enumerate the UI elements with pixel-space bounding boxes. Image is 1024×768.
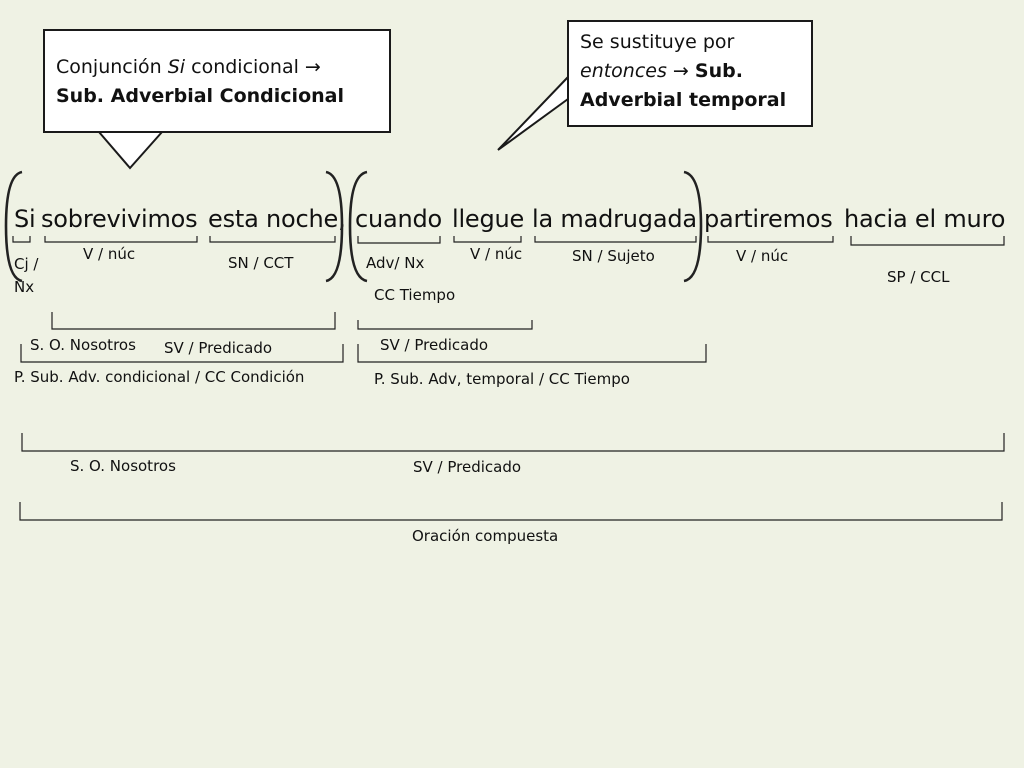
word-si: Si	[14, 205, 36, 233]
callout-text-line1: Se sustituye por	[580, 31, 735, 53]
callout-text-italic: Si	[167, 56, 186, 78]
label-sp-ccl: SP / CCL	[887, 268, 950, 286]
bracket-la-madrugada	[534, 236, 697, 243]
bracket-main-sv	[21, 433, 1005, 452]
callout-entonces: Se sustituye por entonces → Sub. Adverbi…	[567, 20, 813, 127]
word-cuando: cuando	[355, 205, 443, 233]
label-cj: Cj /	[14, 255, 39, 273]
label-p-sub-temporal: P. Sub. Adv, temporal / CC Tiempo	[374, 370, 630, 388]
label-sv-predicado-3: SV / Predicado	[413, 458, 522, 476]
callout-text-arrow: →	[666, 60, 695, 82]
callout-pointer-right	[497, 76, 569, 151]
label-nx: Nx	[14, 278, 35, 296]
label-v-nuc-1: V / núc	[83, 245, 136, 263]
callout-text-bold: Sub. Adverbial Condicional	[56, 85, 344, 107]
bracket-hacia-el-muro	[850, 236, 1005, 246]
label-v-nuc-2: V / núc	[470, 245, 523, 263]
callout-text-pre: Conjunción	[56, 56, 168, 78]
bracket-sobrevivimos	[44, 236, 198, 243]
label-cc-tiempo: CC Tiempo	[374, 286, 456, 304]
bracket-sv-2	[357, 320, 533, 330]
label-sv-predicado-2: SV / Predicado	[380, 336, 489, 354]
bracket-cj	[12, 236, 31, 243]
word-sobrevivimos: sobrevivimos	[41, 205, 198, 233]
label-sv-predicado-1: SV / Predicado	[164, 339, 273, 357]
label-v-nuc-3: V / núc	[736, 247, 789, 265]
word-la-madrugada: la madrugada	[532, 205, 697, 233]
word-partiremos: partiremos	[704, 205, 833, 233]
label-sn-sujeto: SN / Sujeto	[572, 247, 655, 265]
callout-conjuncion-si: Conjunción Si condicional → Sub. Adverbi…	[43, 29, 391, 133]
bracket-cuando	[357, 236, 441, 244]
label-so-nosotros-1: S. O. Nosotros	[30, 336, 136, 354]
bracket-partiremos	[707, 236, 834, 243]
bracket-oracion	[19, 502, 1003, 521]
callout-text-bold-2: Adverbial temporal	[580, 89, 787, 111]
callout-pointer-left	[98, 131, 163, 170]
word-llegue: llegue	[452, 205, 525, 233]
callout-text-post: condicional →	[185, 56, 321, 78]
word-hacia-el-muro: hacia el muro	[844, 205, 1006, 233]
bracket-llegue	[453, 236, 522, 243]
label-so-nosotros-2: S. O. Nosotros	[70, 457, 176, 475]
callout-text-italic: entonces	[580, 60, 667, 82]
callout-text-bold-1: Sub.	[694, 60, 743, 82]
label-sn-cct: SN / CCT	[228, 254, 294, 272]
bracket-esta-noche	[209, 236, 336, 243]
word-esta-noche: esta noche,	[208, 205, 346, 233]
bracket-sv-1	[51, 312, 336, 330]
label-oracion-compuesta: Oración compuesta	[412, 527, 559, 545]
label-p-sub-condicional: P. Sub. Adv. condicional / CC Condición	[14, 368, 305, 386]
label-adv-nx: Adv/ Nx	[366, 254, 425, 272]
